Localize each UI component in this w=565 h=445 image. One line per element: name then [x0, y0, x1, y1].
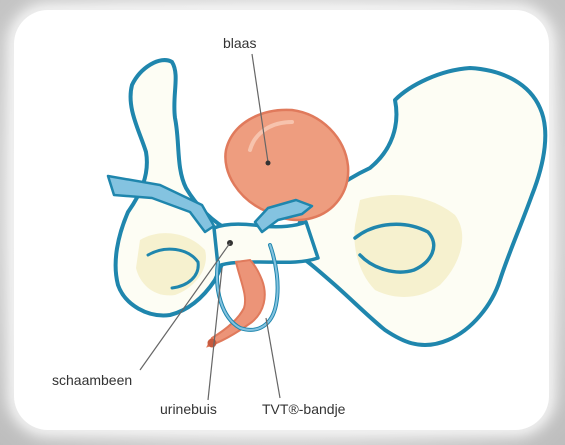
tape-leader-line: [266, 318, 280, 398]
tape-label: TVT®-bandje: [262, 401, 346, 417]
urethra-label: urinebuis: [160, 401, 217, 417]
bladder-leader-dot: [266, 161, 271, 166]
pubic-bone-label: schaambeen: [52, 372, 132, 388]
urethra-opening: [208, 339, 217, 348]
bladder-label: blaas: [223, 35, 256, 51]
